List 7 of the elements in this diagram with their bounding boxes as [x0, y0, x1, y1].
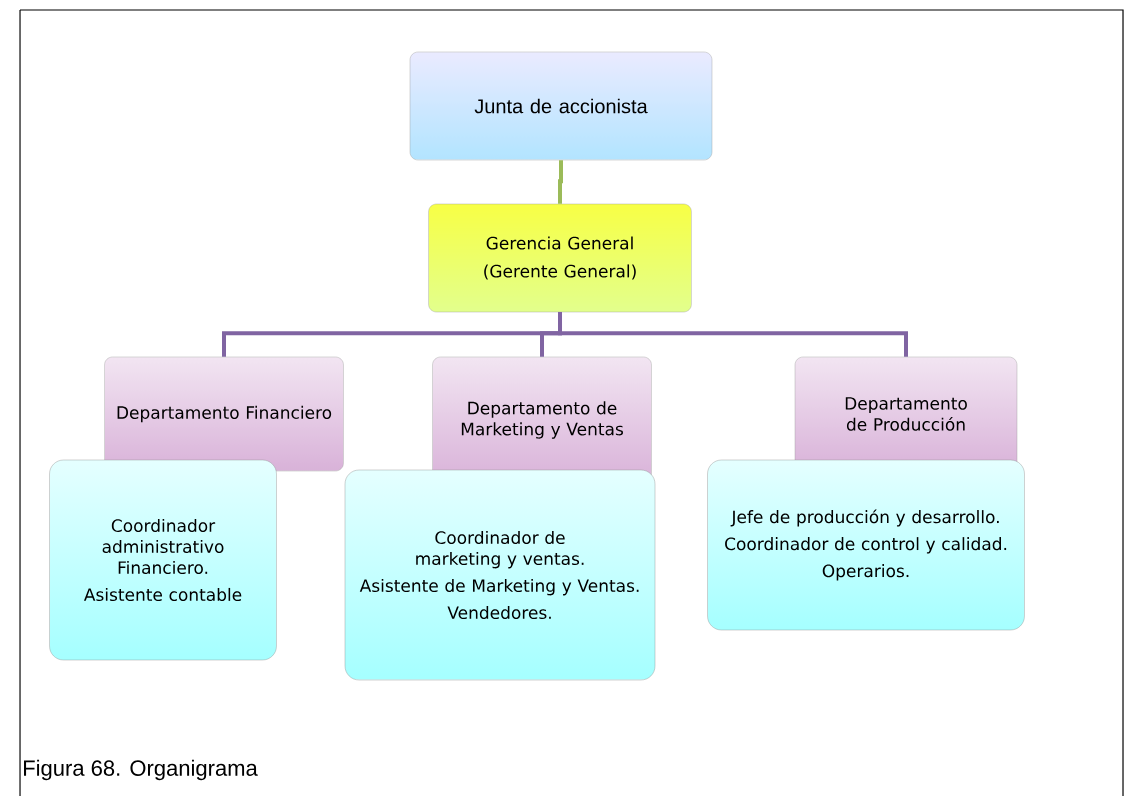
management-box: Gerencia General (Gerente General) — [428, 203, 692, 313]
connector-line — [558, 312, 908, 357]
caption: Figura 68. Organigrama — [24, 759, 258, 781]
department-box: Departamento Financiero — [104, 356, 344, 472]
board-box: Junta de accionista — [409, 51, 713, 161]
connector-line — [558, 160, 563, 204]
staff-box: Coordinador administrativo Financiero. Asistente contable — [49, 459, 277, 661]
